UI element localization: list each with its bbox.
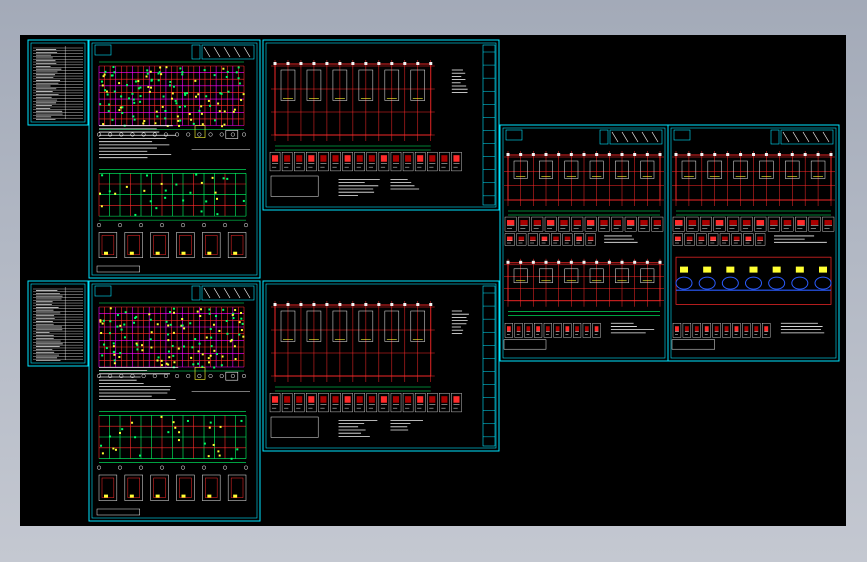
index-b: [27, 280, 89, 367]
sheet-a2: [262, 39, 500, 211]
sheet-b2: [262, 280, 500, 452]
sheet-a1: [88, 39, 261, 279]
index-a: [27, 39, 89, 126]
sheet-b1: [88, 280, 261, 522]
cad-drawing-canvas: [27, 39, 840, 522]
cad-drawing-viewport[interactable]: [20, 35, 846, 526]
sheet-c1: [499, 124, 669, 362]
sheet-c2: [667, 124, 840, 362]
